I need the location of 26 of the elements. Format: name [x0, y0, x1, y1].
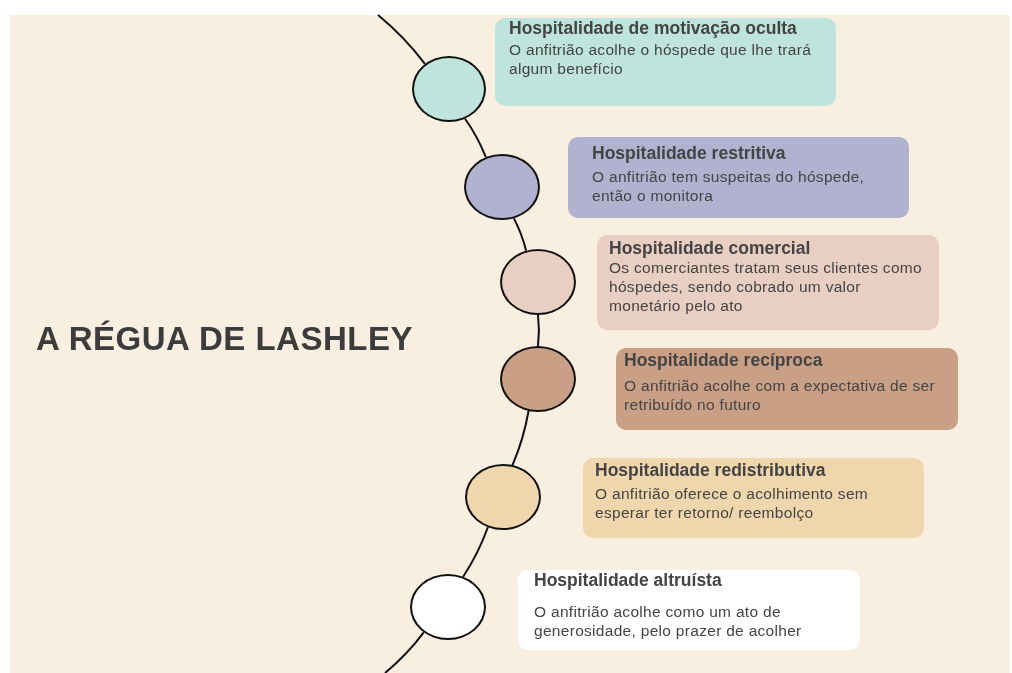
card-description: O anfitrião tem suspeitas do hóspede, então o monitora — [592, 167, 866, 205]
card-heading: Hospitalidade recíproca — [624, 350, 824, 370]
card-heading: Hospitalidade redistributiva — [595, 460, 827, 480]
info-card — [495, 18, 836, 106]
card-heading: Hospitalidade restritiva — [592, 143, 787, 163]
card-heading: Hospitalidade comercial — [609, 238, 812, 258]
info-card — [583, 458, 924, 538]
card-heading: Hospitalidade de motivação oculta — [509, 18, 798, 38]
curve-line — [384, 631, 425, 673]
card-description: O anfitrião acolhe com a expectativa de ser retribuído no futuro — [624, 376, 936, 414]
info-card — [597, 235, 939, 330]
curve-line — [537, 314, 540, 347]
card-description: O anfitrião acolhe como um ato de generosidade, pelo prazer de acolher — [534, 602, 803, 640]
card-description: O anfitrião oferece o acolhimento sem esperar ter retorno/ reembolço — [595, 484, 869, 522]
info-card — [518, 570, 860, 650]
card-heading: Hospitalidade altruísta — [534, 570, 723, 590]
curve-line — [464, 117, 487, 159]
curve-line — [511, 409, 530, 467]
title: A RÉGUA DE LASHLEY — [36, 320, 413, 358]
card-description: O anfitrião acolhe o hóspede que lhe trará algum benefício — [509, 40, 813, 78]
card-description: Os comerciantes tratam seus clientes como hóspedes, sendo cobrado um valor monetário pelo ato — [609, 258, 923, 315]
info-card — [568, 137, 909, 218]
curve-line — [462, 526, 489, 578]
curve-line — [377, 14, 426, 65]
curve-line — [512, 217, 528, 252]
info-card — [616, 348, 958, 430]
